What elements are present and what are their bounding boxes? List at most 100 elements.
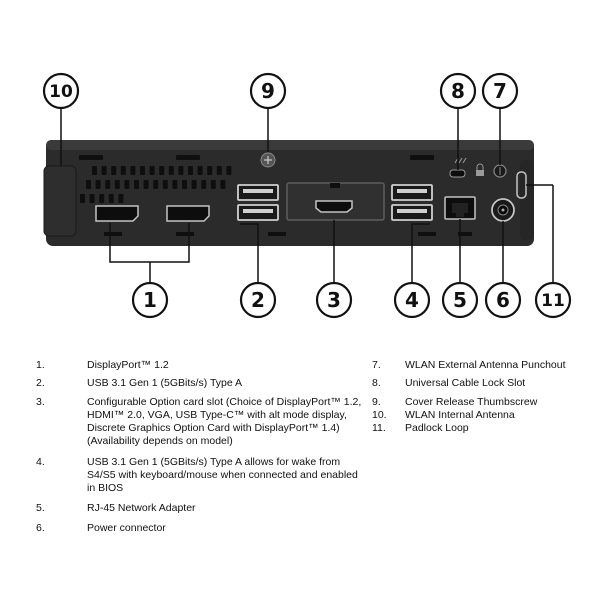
usb-ports-left: [237, 184, 286, 236]
port-tab: [418, 232, 436, 236]
legend-description: USB 3.1 Gen 1 (5GBits/s) Type A allows f…: [87, 456, 358, 494]
vent-slot: [105, 180, 111, 189]
vent-grille: [80, 166, 232, 203]
callout-8-label: 8: [451, 79, 465, 103]
callout-1: 1: [131, 281, 169, 319]
antenna-punchout: [493, 164, 507, 178]
vent-slot: [86, 180, 91, 189]
callout-5: 5: [441, 281, 479, 319]
vent-slot: [108, 194, 114, 203]
chassis-left-bump: [43, 165, 77, 237]
legend-number: 5.: [36, 502, 45, 514]
legend-number: 11.: [372, 422, 386, 434]
callout-11-label: 11: [541, 291, 565, 311]
port-tab: [104, 232, 122, 236]
vent-slot: [134, 180, 139, 189]
slit: [410, 155, 434, 160]
cable-lock-slot: [449, 169, 466, 178]
legend-description: USB 3.1 Gen 1 (5GBits/s) Type A: [87, 377, 243, 389]
vent-slot: [99, 194, 105, 203]
vent-slot: [201, 180, 207, 189]
displayport-port: [166, 205, 210, 222]
vent-slot: [182, 180, 187, 189]
callout-11: 11: [534, 281, 572, 319]
callout-10: 10: [42, 72, 80, 110]
vent-slot: [159, 166, 165, 175]
legend-description: Power connector: [87, 522, 166, 534]
vent-slot: [197, 166, 203, 175]
callout-8: 8: [439, 72, 477, 110]
vent-slot: [130, 166, 136, 175]
callout-5-label: 5: [453, 288, 467, 312]
legend-number: 6.: [36, 522, 45, 534]
port-tab: [458, 232, 472, 236]
usb-tongue: [243, 209, 273, 213]
vent-slot: [220, 180, 226, 189]
vent-slot: [207, 166, 213, 175]
legend-description: RJ-45 Network Adapter: [87, 502, 196, 514]
vent-slot: [118, 194, 124, 203]
legend-number: 10.: [372, 409, 387, 421]
chassis-right-edge: [520, 160, 534, 240]
chassis-top-edge: [46, 140, 534, 150]
callout-4-label: 4: [405, 288, 419, 312]
legend-number: 9.: [372, 396, 381, 408]
callout-3: 3: [315, 281, 353, 319]
vent-slot: [162, 180, 168, 189]
rear-panel-diagram: 10 9 8 7 1 2 3 4: [42, 72, 572, 319]
slit: [79, 155, 103, 160]
legend-number: 4.: [36, 456, 45, 468]
callout-9: 9: [249, 72, 287, 110]
hdmi-port: [315, 200, 353, 213]
vent-slot: [120, 166, 126, 175]
usb-tongue: [397, 209, 427, 213]
callout-2: 2: [239, 281, 277, 319]
option-card-notch: [330, 183, 340, 188]
vent-slot: [114, 180, 120, 189]
callout-7-label: 7: [493, 79, 507, 103]
thumbscrew-icon: [260, 152, 276, 168]
displayport-port: [95, 205, 139, 222]
power-connector: [491, 198, 515, 222]
legend-number: 3.: [36, 396, 45, 408]
callout-4: 4: [393, 281, 431, 319]
callout-10-label: 10: [49, 82, 73, 102]
vent-slot: [92, 166, 97, 175]
legend-description: WLAN External Antenna Punchout: [405, 359, 566, 371]
vent-slot: [80, 194, 85, 203]
padlock-icon: [476, 163, 484, 176]
leader-2: [240, 223, 259, 283]
displayport-ports: [95, 205, 210, 236]
legend-right: 7. WLAN External Antenna Punchout 8. Uni…: [372, 359, 592, 459]
usb-tongue: [397, 189, 427, 193]
usb-ports-right: [391, 184, 436, 236]
slit: [176, 155, 200, 160]
vent-slot: [226, 166, 232, 175]
vent-slot: [140, 166, 145, 175]
legend-left: 1. DisplayPort™ 1.2 2. USB 3.1 Gen 1 (5G…: [36, 359, 366, 559]
port-tab: [176, 232, 194, 236]
vent-slot: [172, 180, 178, 189]
leader-lines: [60, 108, 554, 283]
legend-description: Padlock Loop: [405, 422, 469, 434]
legend-number: 2.: [36, 377, 45, 389]
vent-slot: [191, 180, 197, 189]
callout-6-label: 6: [496, 288, 510, 312]
vent-slot: [143, 180, 149, 189]
vent-slot: [168, 166, 174, 175]
vent-slot: [153, 180, 159, 189]
legend-description: Configurable Option card slot (Choice of…: [87, 396, 362, 447]
callout-2-label: 2: [251, 288, 265, 312]
legend-number: 7.: [372, 359, 381, 371]
vent-slot: [101, 166, 107, 175]
legend-description: WLAN Internal Antenna: [405, 409, 515, 421]
legend-description: DisplayPort™ 1.2: [87, 359, 169, 371]
vent-slot: [111, 166, 117, 175]
usb-tongue: [243, 189, 273, 193]
vent-slot: [178, 166, 184, 175]
callout-1-label: 1: [143, 288, 157, 312]
legend-description: Cover Release Thumbscrew: [405, 396, 538, 408]
vent-slot: [89, 194, 95, 203]
vent-slot: [216, 166, 222, 175]
legend-description: Universal Cable Lock Slot: [405, 377, 526, 389]
